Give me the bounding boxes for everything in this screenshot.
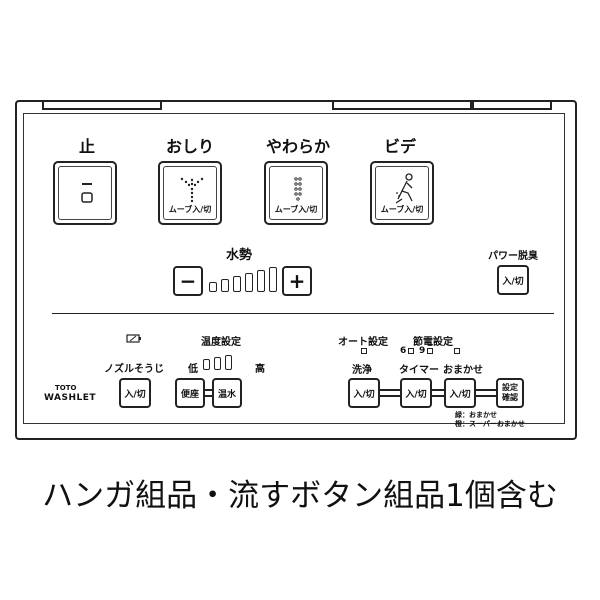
connector-line [205, 395, 212, 397]
setting-confirm-button[interactable]: 設定確認 [496, 378, 524, 408]
stop-button[interactable] [53, 161, 117, 225]
bidet-label: ビデ [383, 137, 416, 156]
bidet-figure-icon [395, 173, 413, 204]
brand-toto: TOTO [55, 384, 77, 392]
auto-wash-label: 洗浄 [352, 365, 372, 376]
top-ridge [42, 100, 162, 110]
power-deodorize-button[interactable]: 入/切 [497, 265, 529, 295]
temperature-high-label: 高 [255, 364, 265, 375]
product-caption: ハンガ組品・流すボタン組品1個含む [42, 478, 558, 514]
water-pressure-minus-button[interactable]: − [173, 266, 203, 296]
yawaraka-move-caption: ムーブ入/切 [274, 205, 318, 214]
connector-line [476, 395, 496, 397]
pressure-level-bar [233, 276, 241, 292]
oshiri-move-caption: ムーブ入/切 [168, 205, 212, 214]
pressure-level-bar [269, 267, 277, 292]
timer-label: タイマー [399, 365, 439, 376]
yawaraka-label: やわらか [265, 137, 330, 156]
connector-line [476, 389, 496, 391]
control-face [23, 113, 565, 424]
temp-level-bar [214, 357, 221, 370]
connector-line [380, 389, 400, 391]
timer-button[interactable]: 入/切 [400, 378, 432, 408]
connector-line [432, 389, 444, 391]
temperature-low-label: 低 [188, 364, 198, 375]
top-ridge [332, 100, 472, 110]
pressure-level-bar [209, 282, 217, 292]
stop-label: 止 [78, 137, 95, 156]
seat-temp-button[interactable]: 便座 [175, 378, 205, 408]
temp-level-bar [203, 359, 210, 370]
legend-green: 緑：おまかせ [455, 411, 497, 419]
oshiri-button[interactable]: ムーブ入/切 [158, 161, 222, 225]
stop-icon [81, 183, 93, 203]
auto-setting-label: オート設定 [338, 337, 388, 348]
energy-six-label: 6 [400, 346, 407, 356]
battery-icon [126, 334, 141, 343]
energy-six-lamp [408, 348, 414, 354]
pressure-level-bar [221, 279, 229, 292]
oshiri-spray-icon [180, 177, 204, 203]
power-deodorize-label: パワー脱臭 [488, 251, 538, 262]
omakase-label: おまかせ [443, 365, 483, 376]
auto-indicator-lamp [361, 348, 367, 354]
temp-level-bar [225, 355, 232, 370]
temperature-level-indicator [203, 355, 243, 371]
connector-line [205, 389, 212, 391]
bidet-button[interactable]: ムーブ入/切 [370, 161, 434, 225]
energy-nine-lamp [427, 348, 433, 354]
water-pressure-level-indicator [207, 264, 279, 296]
omakase-button[interactable]: 入/切 [444, 378, 476, 408]
brand-washlet: WASHLET [44, 393, 97, 403]
water-pressure-plus-button[interactable]: + [282, 266, 312, 296]
water-temp-button[interactable]: 温水 [212, 378, 242, 408]
nozzle-clean-button[interactable]: 入/切 [119, 378, 151, 408]
temperature-setting-label: 温度設定 [201, 337, 241, 348]
legend-orange: 橙：スーパーおまかせ [455, 420, 525, 428]
omakase-lamp [454, 348, 460, 354]
connector-line [380, 395, 400, 397]
nozzle-clean-label: ノズルそうじ [104, 364, 164, 375]
connector-line [432, 395, 444, 397]
water-pressure-label: 水勢 [226, 248, 253, 263]
auto-wash-button[interactable]: 入/切 [348, 378, 380, 408]
pressure-level-bar [257, 270, 265, 292]
yawaraka-spray-icon [294, 177, 302, 201]
bidet-move-caption: ムーブ入/切 [380, 205, 424, 214]
section-divider [52, 313, 554, 314]
yawaraka-button[interactable]: ムーブ入/切 [264, 161, 328, 225]
oshiri-label: おしり [165, 137, 214, 156]
energy-save-label: 節電設定 [413, 337, 453, 348]
pressure-level-bar [245, 273, 253, 292]
energy-nine-label: 9 [419, 346, 426, 356]
top-ridge [472, 100, 552, 110]
